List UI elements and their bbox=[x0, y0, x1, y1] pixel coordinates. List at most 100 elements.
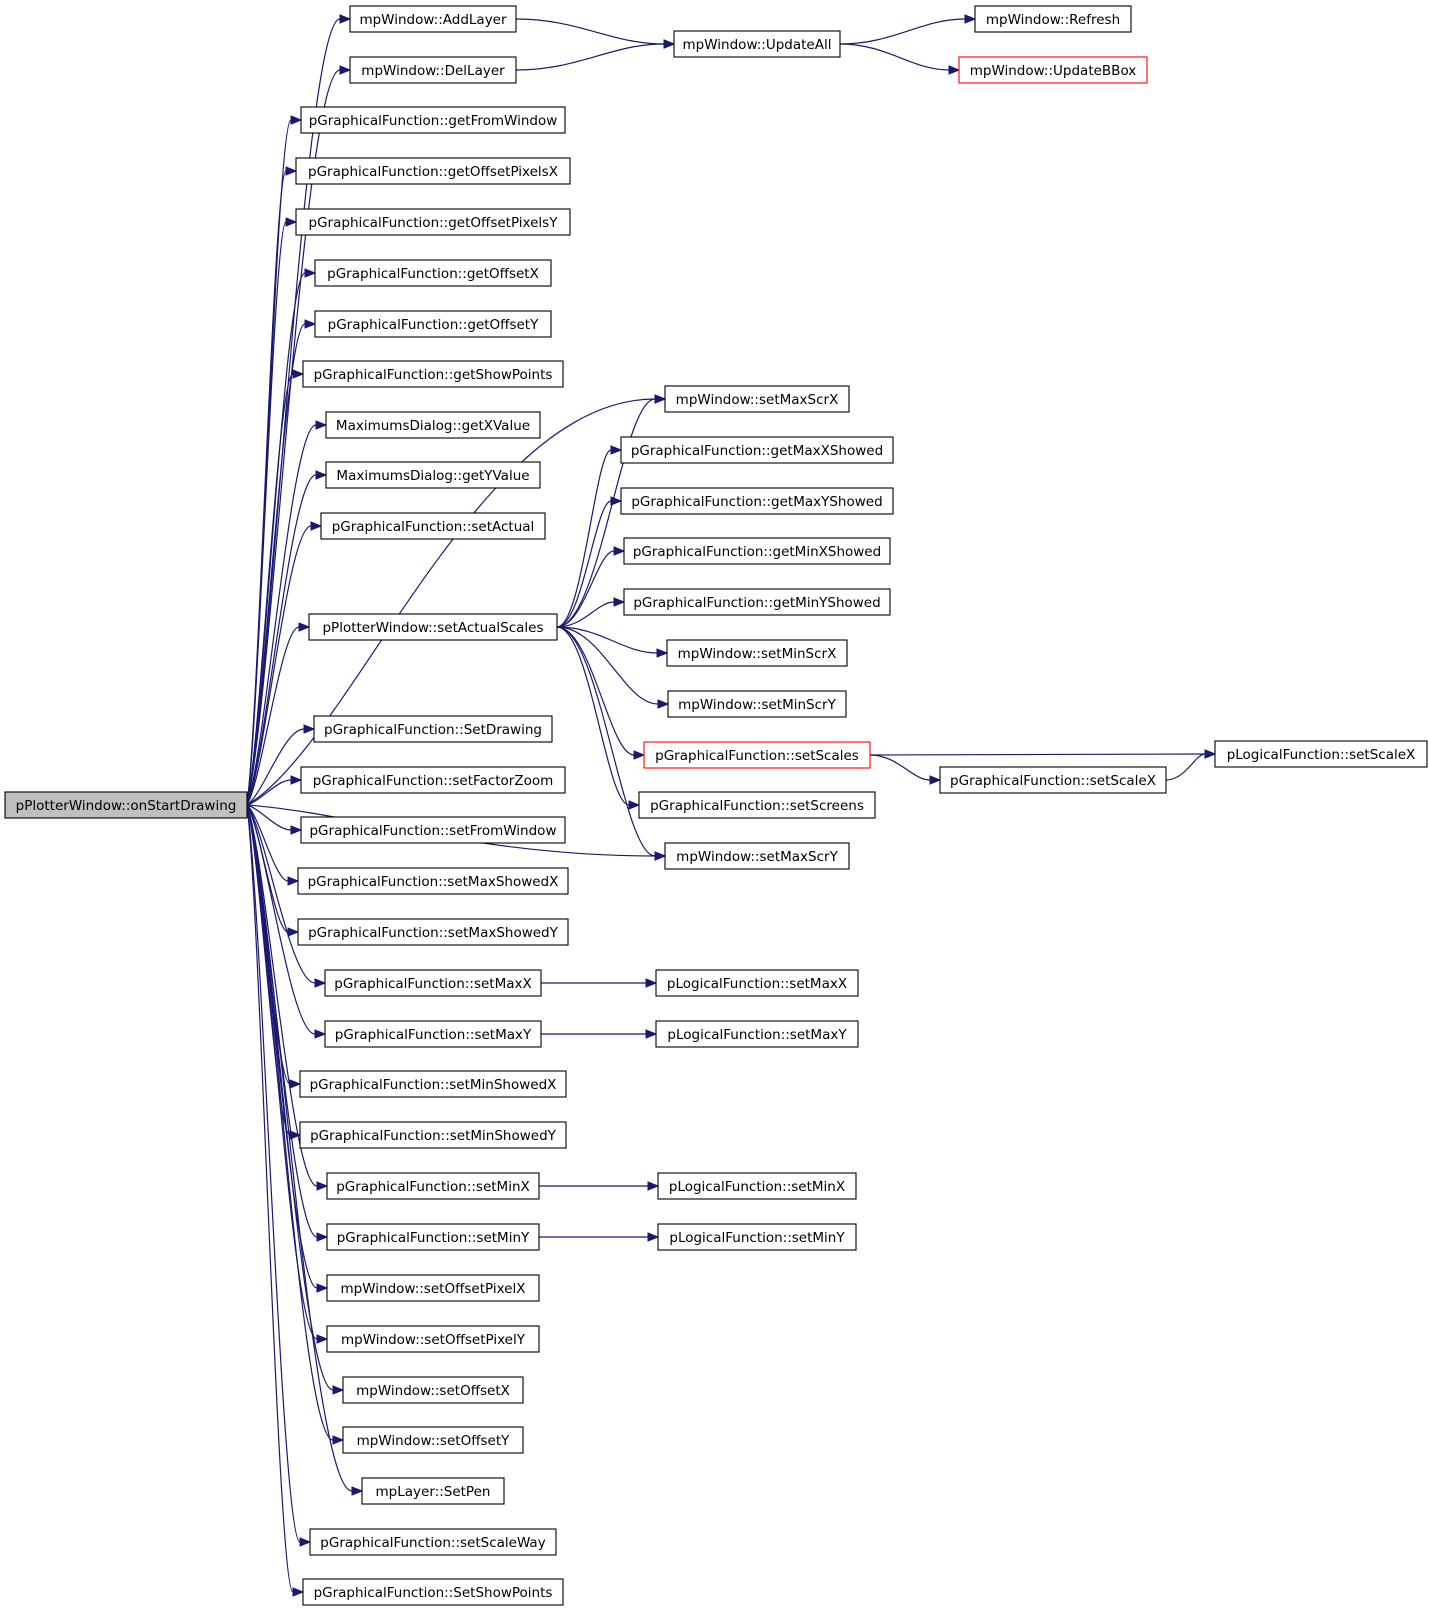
edge-line bbox=[246, 323, 306, 806]
node-getshowpoints[interactable]: pGraphicalFunction::getShowPoints bbox=[302, 360, 564, 388]
node-setmaxscry[interactable]: mpWindow::setMaxScrY bbox=[664, 842, 850, 870]
edge-line bbox=[246, 804, 316, 984]
node-setscales[interactable]: pGraphicalFunction::setScales bbox=[643, 741, 871, 769]
edge-root-to-gsetmaxx bbox=[246, 804, 327, 988]
edge-line bbox=[869, 754, 931, 781]
node-box bbox=[325, 411, 541, 439]
node-label: mpWindow::setOffsetY bbox=[357, 1433, 510, 1449]
node-box bbox=[673, 30, 841, 58]
node-lsetscalex[interactable]: pLogicalFunction::setScaleX bbox=[1214, 740, 1428, 768]
edge-line bbox=[246, 804, 334, 1391]
node-label: pGraphicalFunction::getOffsetY bbox=[328, 317, 539, 333]
node-setmaxshowedy[interactable]: pGraphicalFunction::setMaxShowedY bbox=[297, 918, 569, 946]
node-getxvalue[interactable]: MaximumsDialog::getXValue bbox=[325, 411, 541, 439]
node-updateall[interactable]: mpWindow::UpdateAll bbox=[673, 30, 841, 58]
node-updatebbox[interactable]: mpWindow::UpdateBBox bbox=[958, 56, 1148, 84]
node-getoffsetpixelsy[interactable]: pGraphicalFunction::getOffsetPixelsY bbox=[295, 208, 571, 236]
node-getyvalue[interactable]: MaximumsDialog::getYValue bbox=[325, 461, 541, 489]
arrowhead bbox=[315, 420, 328, 430]
node-setoffsetpixelx[interactable]: mpWindow::setOffsetPixelX bbox=[326, 1274, 540, 1302]
node-lsetmaxy[interactable]: pLogicalFunction::setMaxY bbox=[655, 1020, 859, 1048]
node-getfromwindow[interactable]: pGraphicalFunction::getFromWindow bbox=[300, 106, 566, 134]
node-label: pGraphicalFunction::setActual bbox=[332, 519, 535, 535]
node-setminscry[interactable]: mpWindow::setMinScrY bbox=[667, 690, 847, 718]
node-refresh[interactable]: mpWindow::Refresh bbox=[974, 5, 1132, 33]
edge-root-to-setpen bbox=[246, 804, 364, 1496]
node-setmaxscrx[interactable]: mpWindow::setMaxScrX bbox=[664, 385, 850, 413]
node-setoffsety[interactable]: mpWindow::setOffsetY bbox=[342, 1426, 524, 1454]
arrowhead bbox=[610, 496, 623, 506]
edge-updateall-to-updatebbox bbox=[839, 43, 961, 75]
node-addlayer[interactable]: mpWindow::AddLayer bbox=[349, 5, 517, 33]
node-setpen[interactable]: mpLayer::SetPen bbox=[361, 1477, 505, 1505]
node-gsetscalex[interactable]: pGraphicalFunction::setScaleX bbox=[939, 766, 1167, 794]
edge-root-to-gsetmaxy bbox=[246, 804, 327, 1039]
edge-line bbox=[556, 626, 630, 806]
node-gsetmaxx[interactable]: pGraphicalFunction::setMaxX bbox=[324, 969, 542, 997]
node-setminshowedy[interactable]: pGraphicalFunction::setMinShowedY bbox=[299, 1121, 567, 1149]
node-box bbox=[302, 360, 564, 388]
node-setactualscales[interactable]: pPlotterWindow::setActualScales bbox=[308, 613, 558, 641]
node-getminyshowed[interactable]: pGraphicalFunction::getMinYShowed bbox=[623, 588, 891, 616]
edge-line bbox=[246, 804, 316, 1035]
arrowhead bbox=[303, 724, 316, 734]
node-setscreens[interactable]: pGraphicalFunction::setScreens bbox=[638, 791, 876, 819]
edge-gsetscalex-to-lsetscalex bbox=[1165, 749, 1217, 781]
edges-layer bbox=[246, 14, 1217, 1597]
node-label: pGraphicalFunction::setScreens bbox=[650, 798, 864, 814]
node-setdrawing[interactable]: pGraphicalFunction::SetDrawing bbox=[313, 715, 553, 743]
node-root[interactable]: pPlotterWindow::onStartDrawing bbox=[4, 791, 248, 819]
node-getmaxyshowed[interactable]: pGraphicalFunction::getMaxYShowed bbox=[620, 487, 894, 515]
node-box bbox=[657, 1223, 857, 1251]
node-setminshowedx[interactable]: pGraphicalFunction::setMinShowedX bbox=[299, 1070, 567, 1098]
node-box bbox=[295, 208, 571, 236]
node-setmaxshowedx[interactable]: pGraphicalFunction::setMaxShowedX bbox=[297, 867, 569, 895]
edge-setactualscales-to-getmaxxshowed bbox=[556, 445, 623, 628]
node-label: pGraphicalFunction::setMinX bbox=[336, 1179, 530, 1195]
node-getoffsetx[interactable]: pGraphicalFunction::getOffsetX bbox=[314, 259, 552, 287]
node-box bbox=[1214, 740, 1428, 768]
edge-root-to-setfactorzoom bbox=[246, 775, 303, 806]
node-box bbox=[655, 969, 859, 997]
node-box bbox=[623, 588, 891, 616]
node-setscaleway[interactable]: pGraphicalFunction::setScaleWay bbox=[309, 1528, 557, 1556]
node-gsetminy[interactable]: pGraphicalFunction::setMinY bbox=[326, 1223, 540, 1251]
node-setminscrx[interactable]: mpWindow::setMinScrX bbox=[666, 639, 848, 667]
node-setoffsetpixely[interactable]: mpWindow::setOffsetPixelY bbox=[326, 1325, 540, 1353]
edge-line bbox=[246, 424, 317, 806]
node-setoffsetx[interactable]: mpWindow::setOffsetX bbox=[342, 1376, 524, 1404]
edge-setscales-to-gsetscalex bbox=[869, 754, 942, 785]
node-label: mpWindow::setMinScrX bbox=[678, 646, 837, 662]
node-getmaxxshowed[interactable]: pGraphicalFunction::getMaxXShowed bbox=[620, 436, 894, 464]
edge-line bbox=[1165, 753, 1206, 781]
node-lsetminy[interactable]: pLogicalFunction::setMinY bbox=[657, 1223, 857, 1251]
node-lsetmaxx[interactable]: pLogicalFunction::setMaxX bbox=[655, 969, 859, 997]
arrowhead bbox=[339, 65, 352, 75]
node-label: mpWindow::setOffsetPixelY bbox=[341, 1332, 526, 1348]
node-getminxshowed[interactable]: pGraphicalFunction::getMinXShowed bbox=[623, 537, 891, 565]
edge-line bbox=[246, 398, 656, 806]
node-setfactorzoom[interactable]: pGraphicalFunction::setFactorZoom bbox=[300, 766, 566, 794]
node-box bbox=[309, 1528, 557, 1556]
node-box bbox=[349, 5, 517, 33]
edge-line bbox=[246, 626, 300, 806]
node-box bbox=[299, 1070, 567, 1098]
node-box bbox=[295, 157, 571, 185]
node-dellayer[interactable]: mpWindow::DelLayer bbox=[349, 56, 517, 84]
node-setfromwindow[interactable]: pGraphicalFunction::setFromWindow bbox=[300, 816, 566, 844]
arrowhead bbox=[299, 1537, 312, 1547]
node-label: MaximumsDialog::getYValue bbox=[336, 468, 529, 484]
node-getoffsetpixelsx[interactable]: pGraphicalFunction::getOffsetPixelsX bbox=[295, 157, 571, 185]
edge-line bbox=[246, 525, 312, 806]
node-gsetmaxy[interactable]: pGraphicalFunction::setMaxY bbox=[324, 1020, 542, 1048]
node-gsetminx[interactable]: pGraphicalFunction::setMinX bbox=[326, 1172, 540, 1200]
node-label: pGraphicalFunction::getShowPoints bbox=[314, 367, 553, 383]
arrowhead bbox=[304, 319, 317, 329]
edge-root-to-getxvalue bbox=[246, 420, 328, 806]
node-setshowpoints[interactable]: pGraphicalFunction::SetShowPoints bbox=[302, 1578, 564, 1606]
node-setactual[interactable]: pGraphicalFunction::setActual bbox=[320, 512, 546, 540]
edge-setscales-to-lsetscalex bbox=[869, 749, 1217, 759]
node-getoffsety[interactable]: pGraphicalFunction::getOffsetY bbox=[314, 310, 552, 338]
edge-setactualscales-to-getminyshowed bbox=[556, 597, 626, 628]
node-lsetminx[interactable]: pLogicalFunction::setMinX bbox=[657, 1172, 857, 1200]
